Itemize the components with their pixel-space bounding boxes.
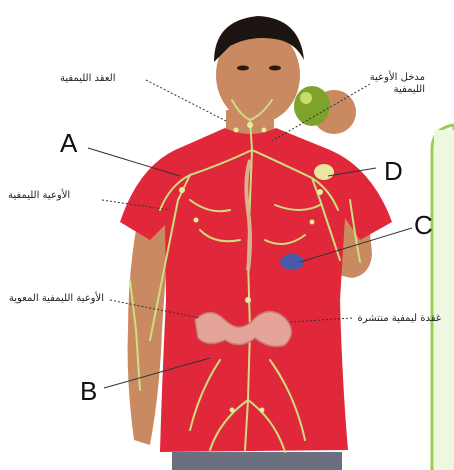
label-lymph-entry: مدخل الأوعية الليمفية [365, 72, 425, 96]
shorts [172, 452, 342, 470]
marker-d: D [384, 158, 403, 184]
apple-highlight [300, 92, 312, 104]
thymus [314, 164, 334, 180]
marker-a: A [60, 130, 77, 156]
marker-c: C [414, 212, 433, 238]
apple [294, 86, 330, 126]
label-intestinal-vessels: الأوعية الليمفية المعوية [8, 293, 104, 305]
marker-b: B [80, 378, 97, 404]
label-lymph-vessels: الأوعية الليمفية [8, 190, 70, 202]
left-eye [237, 66, 249, 71]
label-scattered-node: غقدة ليمفية منتشرة [355, 313, 441, 325]
label-lymph-nodes: العقد الليمفية [60, 73, 116, 85]
right-eye [269, 66, 281, 71]
green-panel-fill [434, 130, 454, 470]
